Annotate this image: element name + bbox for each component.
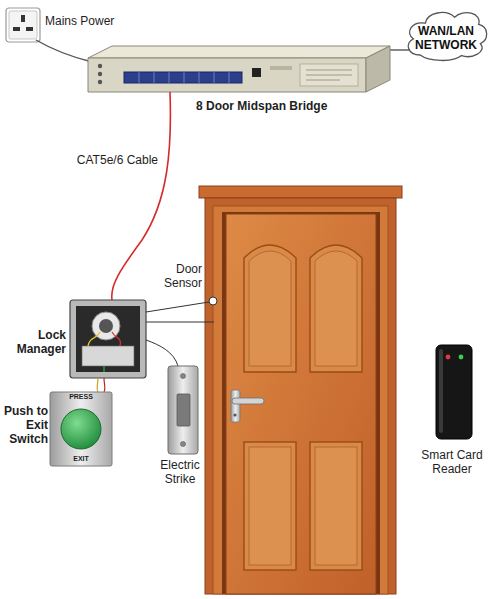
lock-manager-part: [99, 319, 113, 333]
lock-manager-part: [70, 300, 146, 378]
device-label: Smart Card Reader: [412, 448, 492, 476]
door-part: [249, 447, 291, 565]
button-print: PRESS: [50, 393, 112, 401]
cable-label: CAT5e/6 Cable: [58, 153, 158, 167]
lock-wires-part: [97, 378, 99, 392]
door-frame-part: [199, 186, 402, 198]
midspan-bridge-part: [306, 70, 352, 80]
card-reader-part: [446, 355, 451, 360]
mains-socket-part: [13, 27, 20, 31]
card-reader-part: [459, 355, 464, 360]
card-reader-part: [436, 345, 472, 439]
door: [226, 214, 376, 594]
mains-socket-part: [6, 8, 40, 42]
lock-manager-part: [82, 346, 134, 366]
mains-socket-part: [9, 11, 37, 39]
exit-switch-part: [61, 409, 101, 449]
card-reader-part: [439, 349, 443, 433]
device-label: Door Sensor: [156, 262, 202, 290]
mains-socket-part: [26, 27, 33, 31]
network-cloud: WAN/LAN NETWORK: [403, 4, 489, 64]
exit-switch: [50, 392, 112, 466]
door-frame-part: [213, 206, 388, 594]
mains-socket: [6, 8, 40, 42]
card-reader: [436, 345, 472, 439]
door-frame: [199, 186, 402, 594]
lock-manager: [70, 300, 146, 378]
cloud-shape: [408, 13, 486, 61]
midspan-bridge-part: [270, 66, 292, 70]
midspan-bridge-part: [252, 68, 261, 77]
cloud-label: WAN/LAN NETWORK: [413, 24, 479, 52]
exit-switch-part: [50, 392, 112, 466]
power-cable: [36, 40, 92, 62]
midspan-bridge-part: [98, 72, 102, 76]
lock-wires-part: [146, 302, 209, 312]
midspan-bridge-part: [88, 58, 366, 92]
electric-strike-part: [177, 394, 190, 426]
electric-strike-part: [181, 442, 186, 447]
door-frame-part: [205, 198, 396, 594]
midspan-bridge-part: [88, 46, 390, 58]
lock-manager-part: [112, 332, 120, 346]
door-part: [226, 214, 376, 594]
lock-manager-part: [76, 306, 140, 372]
midspan-bridge-part: [98, 64, 102, 68]
door-handle-part: [232, 398, 264, 404]
midspan-bridge: [88, 46, 390, 92]
electric-strike-part: [181, 374, 186, 379]
lock-manager-part: [88, 332, 100, 346]
door-part: [244, 245, 296, 372]
door-handle-part: [231, 390, 240, 422]
midspan-bridge-part: [139, 72, 229, 83]
door-frame-part: [222, 212, 380, 594]
door-sensor: [209, 297, 217, 305]
midspan-bridge-part: [366, 46, 390, 92]
device-label: Push to Exit Switch: [2, 404, 48, 446]
electric-strike: [168, 366, 198, 454]
device-label: Lock Manager: [8, 328, 66, 356]
door-part: [315, 251, 357, 366]
door-handle-part: [233, 413, 236, 416]
lock-wires-part: [103, 378, 105, 392]
electric-strike-part: [168, 366, 198, 454]
midspan-bridge-part: [300, 64, 358, 86]
button-print: EXIT: [50, 455, 112, 463]
midspan-bridge-part: [98, 80, 102, 84]
mains-socket-part: [21, 15, 25, 22]
door-part: [244, 442, 296, 570]
lock-wires-part: [146, 322, 214, 323]
cat5-cable: [112, 92, 171, 300]
lock-wires-part: [146, 340, 178, 366]
door-part: [315, 447, 357, 565]
door-part: [249, 251, 291, 366]
midspan-bridge-part: [124, 72, 242, 83]
device-label: Electric Strike: [150, 458, 210, 486]
door-part: [310, 245, 362, 372]
door-part: [310, 442, 362, 570]
lock-manager-part: [103, 366, 104, 372]
device-label: Mains Power: [45, 14, 135, 28]
door-handle: [231, 390, 264, 422]
device-label: 8 Door Midspan Bridge: [196, 99, 366, 113]
